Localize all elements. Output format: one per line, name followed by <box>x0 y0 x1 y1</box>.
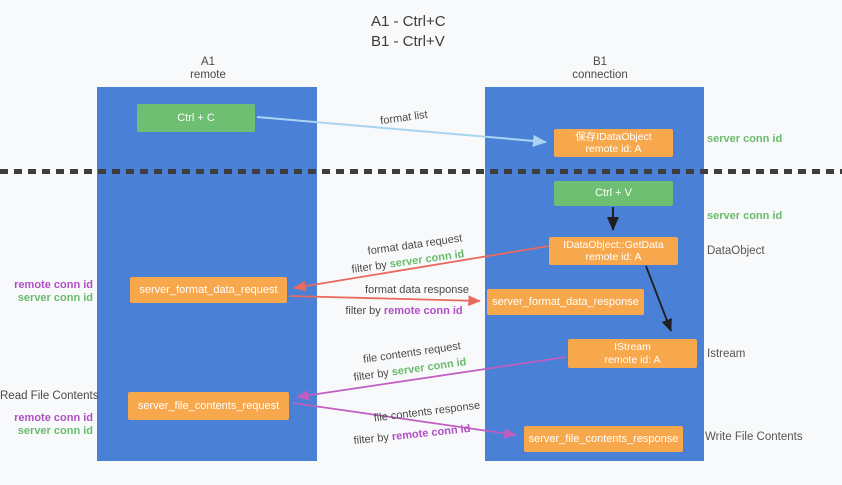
file-contents-response-arrow <box>292 402 517 439</box>
remote-conn-id-label: remote conn id <box>14 412 93 424</box>
lane-header-a1: A1 remote <box>148 56 268 82</box>
server-file-contents-request-node: server_file_contents_request <box>128 392 289 420</box>
server-format-data-request-label: server_format_data_request <box>139 283 278 296</box>
dataobject-label: DataObject <box>707 245 765 257</box>
server-file-contents-request-label: server_file_contents_request <box>137 399 280 412</box>
server-conn-id-label-mid: server conn id <box>707 210 783 222</box>
save-idataobject-node: 保存IDataObject remote id: A <box>554 129 673 157</box>
diagram-title: A1 - Ctrl+C B1 - Ctrl+V <box>371 12 446 52</box>
ctrl-v-node: Ctrl + V <box>554 181 673 206</box>
lane-b1-name: B1 <box>592 56 608 68</box>
idataobject-getdata-line2: remote id: A <box>585 251 642 263</box>
format-data-response-arrow <box>288 295 481 307</box>
filter-by-text: filter by <box>345 305 381 317</box>
remote-conn-id-key: remote conn id <box>383 305 463 317</box>
format-data-response-label: format data response <box>365 284 469 296</box>
getdata-to-istream-arrow <box>645 265 672 332</box>
ctrl-c-label: Ctrl + C <box>177 111 215 124</box>
write-file-contents-label: Write File Contents <box>705 431 803 443</box>
dotted-divider-line <box>0 169 842 174</box>
server-format-data-request-node: server_format_data_request <box>130 277 287 303</box>
title-line-2: B1 - Ctrl+V <box>371 33 445 50</box>
save-idataobject-line2: remote id: A <box>585 143 642 155</box>
lane-header-b1: B1 connection <box>540 56 660 82</box>
title-line-1: A1 - Ctrl+C <box>371 13 446 30</box>
server-format-data-response-label: server_format_data_response <box>492 295 639 308</box>
left-conn-id-labels-top: remote conn id server conn id <box>0 279 93 305</box>
istream-line1: IStream <box>614 341 651 353</box>
server-conn-id-label-top: server conn id <box>707 133 783 145</box>
istream-line2: remote id: A <box>604 353 661 366</box>
server-conn-id-label: server conn id <box>17 292 93 304</box>
idataobject-getdata-node: IDataObject::GetData remote id: A <box>549 237 678 265</box>
lane-a1-name: A1 <box>200 56 216 68</box>
lane-b1-subtitle: connection <box>572 69 628 81</box>
file-contents-request-arrow <box>296 356 567 401</box>
save-idataobject-line1: 保存IDataObject <box>575 130 652 143</box>
server-file-contents-response-label: server_file_contents_response <box>528 432 679 445</box>
lane-a1-subtitle: remote <box>190 69 226 81</box>
istream-label: Istream <box>707 348 746 360</box>
server-format-data-response-node: server_format_data_response <box>487 289 644 315</box>
left-conn-id-labels-bottom: remote conn id server conn id <box>0 412 93 438</box>
server-file-contents-response-node: server_file_contents_response <box>524 426 683 452</box>
ctrl-c-node: Ctrl + C <box>137 104 255 132</box>
idataobject-getdata-line1: IDataObject::GetData <box>563 238 664 251</box>
server-conn-id-label: server conn id <box>17 425 93 437</box>
read-file-contents-label: Read File Contents <box>0 390 99 402</box>
istream-node: IStream remote id: A <box>568 339 697 368</box>
ctrl-v-label: Ctrl + V <box>595 187 632 199</box>
format-list-arrow <box>256 116 547 147</box>
format-data-request-arrow <box>293 245 550 292</box>
remote-conn-id-label: remote conn id <box>14 279 93 291</box>
